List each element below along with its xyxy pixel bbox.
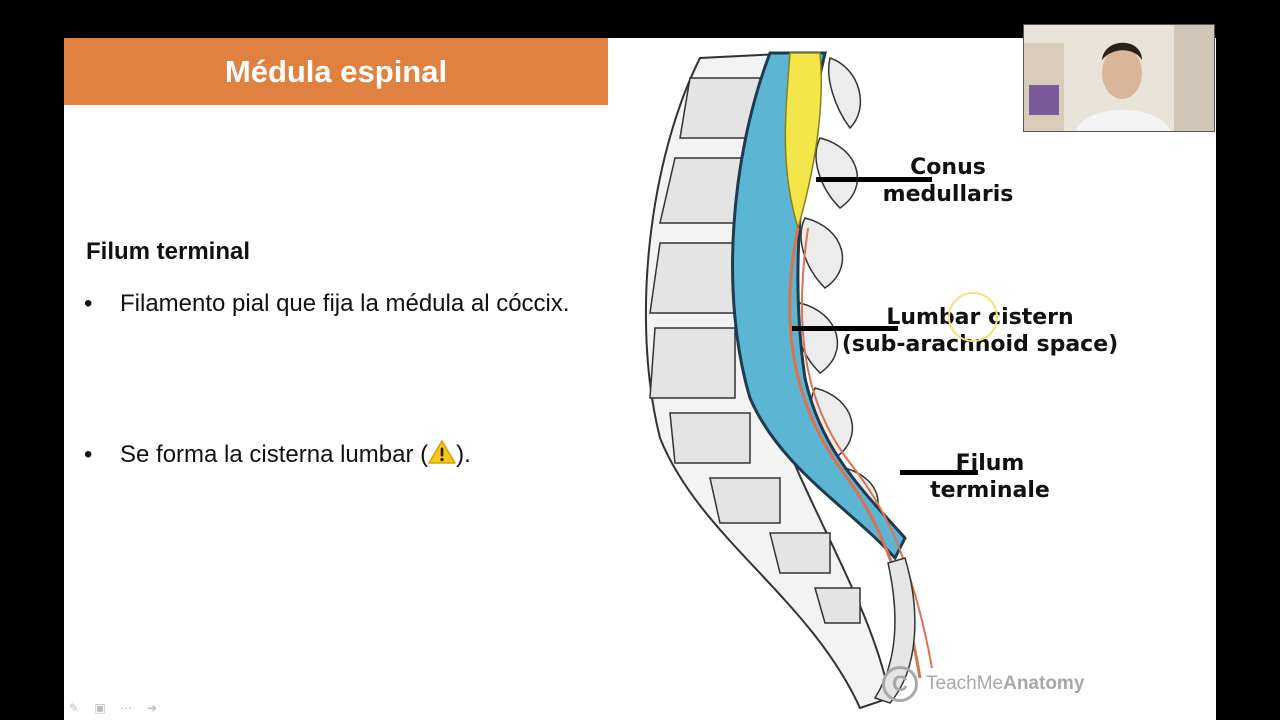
slides-icon[interactable]: ▣ [94, 701, 106, 715]
presenter-video [1024, 25, 1214, 131]
section-heading: Filum terminal [86, 238, 251, 265]
spinal-cord-illustration: Conus medullaris Lumbar cistern (sub-ara… [620, 38, 1216, 720]
presenter-webcam [1023, 24, 1215, 132]
bullet-marker: • [84, 441, 93, 468]
bullet-marker: • [84, 290, 93, 317]
bullet-text-after: ). [456, 441, 471, 468]
pointer-line-conus [816, 177, 932, 182]
slide-title: Médula espinal [224, 53, 448, 89]
bullet-item: • Se forma la cisterna lumbar (). [84, 429, 580, 482]
bullet-text-before: Se forma la cisterna lumbar ( [120, 441, 429, 468]
slide: Médula espinal Filum terminal • Filament… [64, 38, 1216, 720]
pointer-line-filum [900, 470, 978, 475]
presentation-toolbar: ✎ ▣ ⋯ ➜ [64, 698, 162, 718]
bullet-item: • Filamento pial que fija la médula al c… [84, 278, 580, 329]
label-conus-medullaris: Conus medullaris [882, 155, 1014, 207]
more-icon[interactable]: ⋯ [120, 701, 132, 715]
bullet-text: Filamento pial que fija la médula al cóc… [120, 290, 570, 317]
spinal-cord-diagram [644, 51, 933, 710]
warning-icon [428, 431, 456, 482]
watermark-text: TeachMeAnatomy [926, 673, 1084, 695]
watermark: C TeachMeAnatomy [882, 666, 1084, 702]
cursor-highlight [948, 292, 998, 342]
next-arrow-icon[interactable]: ➜ [146, 701, 158, 715]
pointer-line-lumbar [792, 326, 898, 331]
pen-icon[interactable]: ✎ [68, 701, 80, 715]
title-banner: Médula espinal [64, 38, 608, 105]
watermark-brand-bold: Anatomy [1003, 673, 1085, 694]
copyright-icon: C [882, 666, 918, 702]
bullet-text: Se forma la cisterna lumbar (). [120, 429, 580, 482]
watermark-brand-regular: TeachMe [926, 673, 1004, 694]
label-filum-terminale: Filum terminale [930, 451, 1050, 503]
